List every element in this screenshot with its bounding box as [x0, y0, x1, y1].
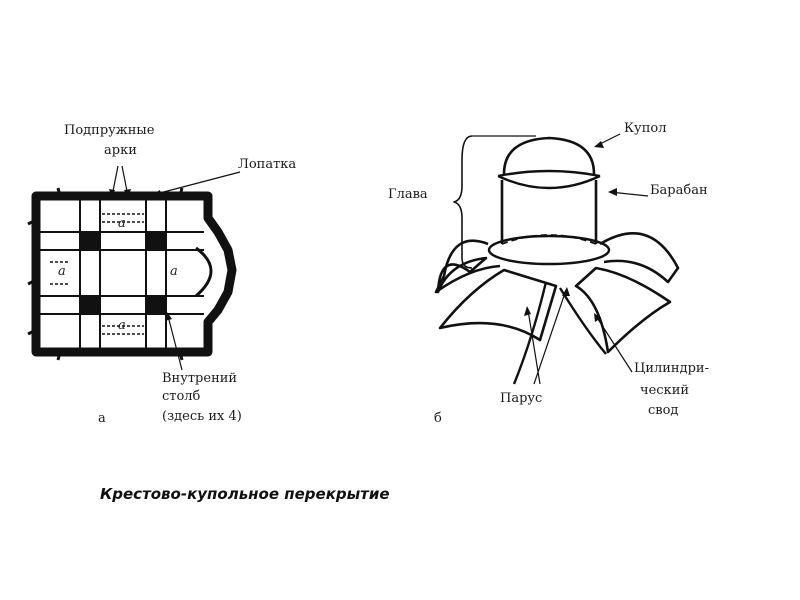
dome-leaders — [472, 133, 649, 385]
pillar-label-line3: (здесь их 4) — [162, 409, 242, 424]
pillar-se — [146, 296, 166, 314]
plan-arm-letter-south: а — [118, 318, 126, 333]
kupol-label: Купол — [624, 121, 667, 136]
dome-figure-letter: б — [434, 411, 442, 426]
drum-base-ring — [487, 234, 611, 266]
dome-ring — [497, 169, 601, 190]
pillar-label-line1: Внутрений — [162, 371, 238, 386]
plan-figure-letter: а — [98, 411, 106, 426]
vault-right — [599, 231, 680, 284]
plan-pillars — [80, 232, 166, 314]
plan-arm-letter-east: а — [170, 264, 178, 279]
parus-label: Парус — [500, 391, 543, 406]
vault-front-left — [438, 268, 558, 342]
dome — [502, 136, 596, 175]
cross-dome-structure — [434, 135, 680, 385]
plan-outer-wall — [31, 191, 237, 357]
pillar-sw — [80, 296, 100, 314]
plan-arrowheads — [109, 189, 172, 321]
vault-left-big — [434, 239, 501, 294]
dome-arrowheads — [524, 141, 617, 322]
glava-brace — [453, 135, 473, 269]
pillar-nw — [80, 232, 100, 250]
baraban-label: Барабан — [650, 183, 708, 198]
arches-label-line1: Подпружные — [64, 123, 155, 138]
drum — [500, 180, 598, 244]
vault-label-line1: Цилиндри- — [634, 361, 709, 376]
pilaster-label: Лопатка — [238, 157, 297, 172]
vault-label-line3: свод — [648, 403, 679, 418]
vault-label-line2: ческий — [640, 383, 690, 398]
plan-apse — [195, 246, 213, 298]
arches-label-line2: арки — [104, 143, 137, 158]
slide-caption: Крестово-купольное перекрытие — [100, 485, 390, 503]
plan-arm-letter-north: а — [118, 216, 126, 231]
glava-label: Глава — [388, 187, 428, 202]
vault-front-right — [574, 266, 672, 354]
church-plan — [27, 187, 237, 361]
plan-arm-letter-west: а — [58, 264, 66, 279]
pillar-ne — [146, 232, 166, 250]
pillar-label-line2: столб — [162, 389, 201, 404]
